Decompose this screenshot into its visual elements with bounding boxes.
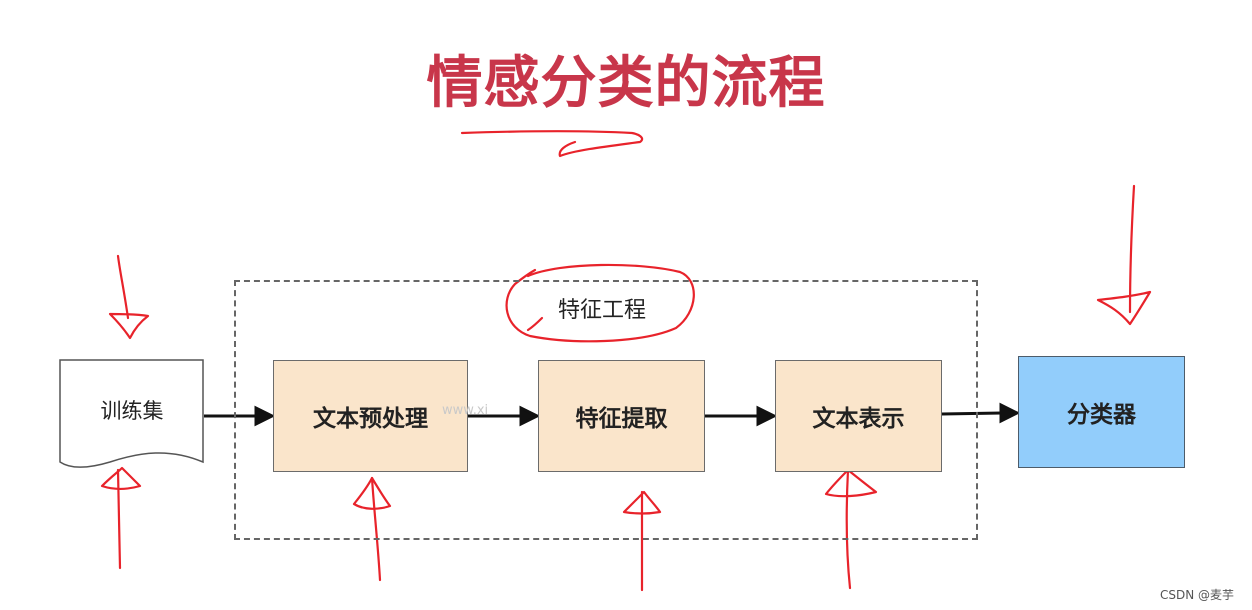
annotation-arrow-down [116,254,130,320]
feature-extraction-box: 特征提取 [538,360,705,472]
training-set-document-shape [59,359,204,468]
annotation-circle [505,263,695,343]
training-set-label: 训练集 [100,399,164,423]
annotation-arrow-up [845,468,852,590]
annotation-arrow-up [370,476,382,582]
flow-arrow [705,405,778,427]
text-representation-box: 文本表示 [775,360,942,472]
csdn-credit: CSDN @麦芋 [1159,588,1234,602]
classifier-label: 分类器 [1067,402,1136,428]
text-preprocessing-box: 文本预处理 [273,360,468,472]
annotation-arrow-up [116,468,122,570]
feature-engineering-label: 特征工程 [558,298,647,323]
text-preprocessing-label: 文本预处理 [313,406,428,432]
watermark-text: www.xi [442,403,489,418]
feature-extraction-label: 特征提取 [575,406,668,432]
flow-arrow [941,402,1021,424]
handwritten-annotations [100,130,1152,592]
diagram-title: 情感分类的流程 [426,51,826,116]
flow-arrow [468,405,541,427]
flow-arrow [204,405,276,427]
feature-engineering-group [234,280,978,540]
annotation-underline [460,130,644,158]
classifier-box: 分类器 [1018,356,1185,468]
annotation-arrow-down [1128,184,1136,314]
text-representation-label: 文本表示 [812,406,905,432]
